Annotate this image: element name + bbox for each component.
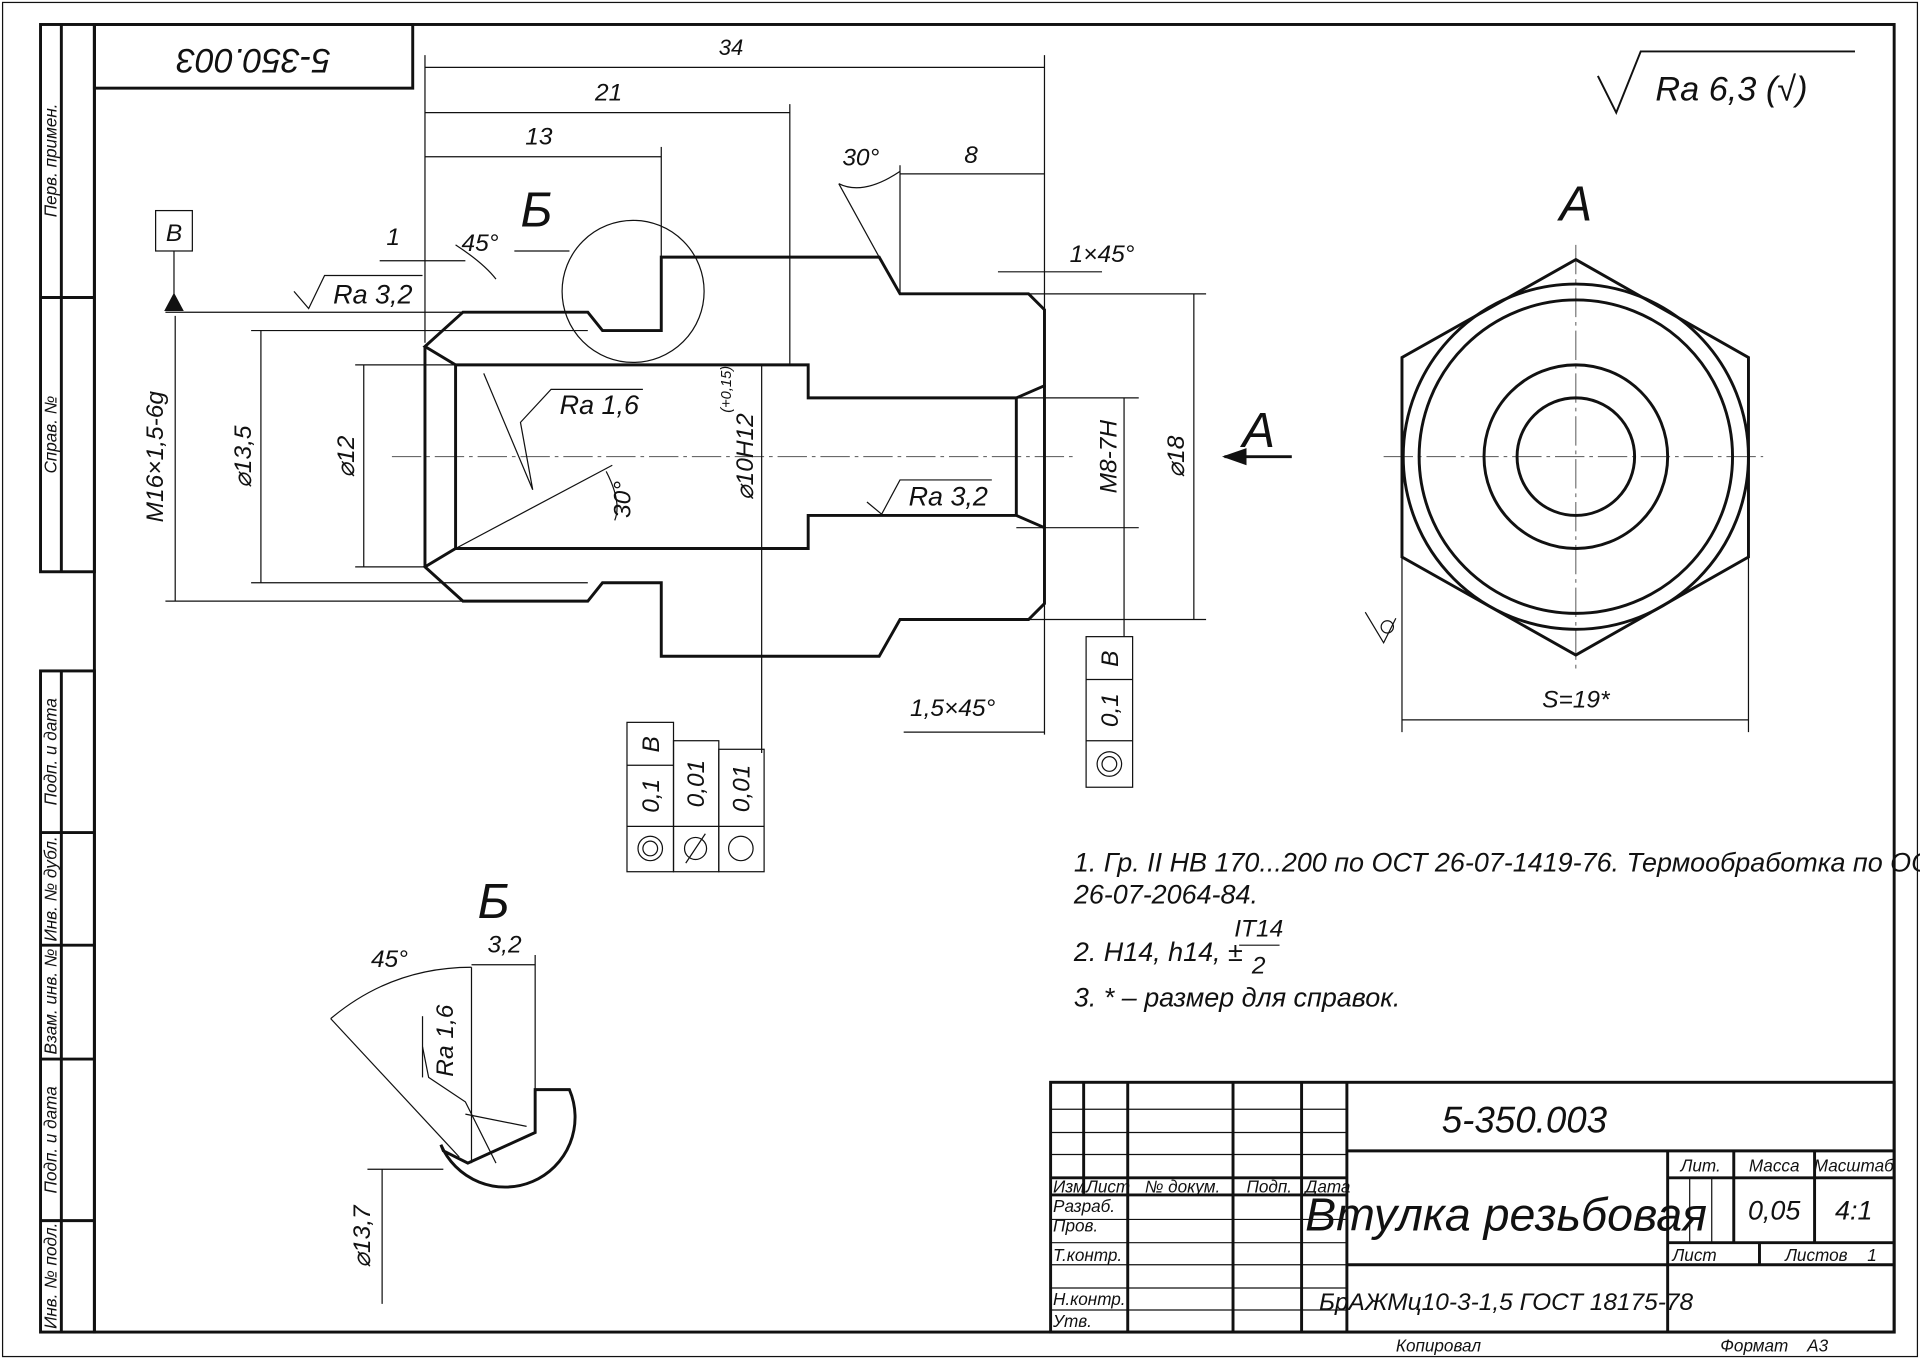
view-a: А S=19* — [1364, 177, 1764, 733]
cylindricity-icon — [683, 836, 708, 861]
drawing-text: Масштаб — [1814, 1156, 1895, 1176]
drawing-text: 0,1 — [1097, 693, 1124, 727]
drawing-text: 21 — [594, 79, 622, 106]
drawing-text: 45° — [371, 946, 408, 973]
drawing-text: Ra 3,2 — [333, 280, 412, 310]
drawing-text: В — [1097, 651, 1124, 667]
stamp-box — [92, 23, 415, 90]
general-roughness: Ra 6,3 (√) — [1596, 50, 1855, 116]
title-block: 5-350.003 Втулка резьбовая БрАЖМц10-3-1,… — [1049, 1080, 1896, 1356]
drawing-text: Подп. — [1246, 1176, 1292, 1196]
section-label-b: Б — [520, 184, 552, 238]
drawing-text: Лист — [1672, 1245, 1717, 1265]
drawing-text: Разраб. — [1053, 1196, 1115, 1216]
drawing-text: А3 — [1806, 1336, 1828, 1356]
drawing-text: Копировал — [1396, 1336, 1482, 1356]
drawing-text: 1. Гр. II НВ 170...200 по ОСТ 26-07-1419… — [1074, 848, 1920, 878]
drawing-text: Лит. — [1680, 1156, 1721, 1176]
strip-label: Инв. № дубл. — [40, 836, 60, 941]
roundness-icon — [727, 835, 754, 862]
drawing-text: Ra 1,6 — [432, 1004, 459, 1076]
strip-label: Подп. и дата — [40, 1086, 60, 1193]
drawing-text: 0,01 — [683, 760, 710, 808]
drawing-text: 1,5×45° — [910, 695, 996, 722]
drawing-text: Ra 1,6 — [560, 390, 639, 420]
drawing-text: Пров. — [1053, 1216, 1098, 1236]
drawing-text: (+0,15) — [719, 366, 735, 413]
drawing-text: ⌀13,5 — [230, 425, 257, 488]
drawing-text: ⌀18 — [1163, 435, 1190, 477]
drawing-text: 8 — [964, 142, 978, 169]
drawing-text: 30° — [842, 144, 879, 171]
dimensions: 34 21 13 8 30° 1×45° 1 45° 1,5×45° Б В R… — [142, 35, 1292, 753]
strip-label: Перв. примен. — [40, 103, 60, 217]
strip-label: Инв. № подл. — [40, 1223, 60, 1329]
technical-notes: 1. Гр. II НВ 170...200 по ОСТ 26-07-1419… — [1073, 848, 1920, 1013]
drawing-text: 2. H14, h14, ± — [1073, 937, 1243, 967]
strip-label: Взам. инв. № — [40, 949, 60, 1055]
drawing-text: M16×1,5-6g — [142, 391, 169, 523]
view-arrow-label: А — [1239, 404, 1275, 458]
drawing-text: Ra 6,3 (√) — [1655, 70, 1807, 108]
concentricity-icon — [637, 835, 664, 862]
drawing-text: Б — [478, 875, 510, 929]
drawing-text: Изм. — [1053, 1176, 1090, 1196]
hexagon-outline — [1400, 257, 1750, 657]
drawing-text: № докум. — [1145, 1176, 1220, 1196]
side-strip: Перв. примен. Справ. № Подп. и дата Инв.… — [39, 23, 96, 1334]
drawing-text: Н.контр. — [1053, 1289, 1126, 1309]
designation: 5-350.003 — [1442, 1100, 1608, 1141]
datum-label: В — [166, 220, 182, 247]
drawing-text: 30° — [610, 481, 637, 518]
drawing-text: 1 — [1867, 1245, 1877, 1265]
drawing-text: ⌀10H12 — [732, 413, 759, 500]
part-name: Втулка резьбовая — [1305, 1188, 1707, 1240]
drawing-text: M8-7H — [1096, 420, 1123, 494]
drawing-text: 3. * – размер для справок. — [1074, 982, 1401, 1012]
drawing-text: Т.контр. — [1053, 1245, 1122, 1265]
strip-label: Подп. и дата — [40, 698, 60, 805]
concentricity-icon — [1096, 751, 1123, 777]
drawing-text: ⌀12 — [333, 435, 360, 477]
drawing-text: IT14 — [1234, 916, 1283, 943]
drawing-text: 0,01 — [728, 765, 755, 813]
drawing-text: 2 — [1251, 952, 1266, 979]
drawing-frame — [92, 23, 1896, 1334]
drawing-text: А — [1556, 177, 1592, 231]
tolerance-frame-right: В 0,1 — [1085, 636, 1134, 788]
stamp-designation: 5-350.003 — [176, 41, 330, 79]
drawing-text: В — [638, 736, 665, 752]
drawing-text: 13 — [525, 123, 553, 150]
drawing-text: Формат — [1720, 1336, 1788, 1356]
drawing-text: 1 — [386, 224, 400, 251]
drawing-text: 0,1 — [638, 779, 665, 813]
drawing-text: Листов — [1784, 1245, 1847, 1265]
drawing-text: Лист — [1085, 1176, 1130, 1196]
drawing-text: Дата — [1303, 1176, 1350, 1196]
drawing-text: 45° — [462, 230, 499, 257]
drawing-text: Ra 3,2 — [909, 482, 988, 512]
drawing-text: 34 — [719, 35, 744, 60]
drawing-text: ⌀13,7 — [349, 1204, 376, 1268]
strip-label: Справ. № — [40, 396, 60, 474]
detail-circle — [561, 219, 705, 364]
tolerance-frames-bottom: В 0,1 0,01 0,01 — [626, 721, 765, 873]
drawing-text: 0,05 — [1748, 1195, 1801, 1225]
drawing-text: 26-07-2064-84. — [1073, 880, 1258, 910]
drawing-text: Утв. — [1052, 1311, 1092, 1331]
section-b-detail: Б 3,2 45° Ra 1,6 ⌀13,7 — [330, 875, 577, 1304]
drawing-text: Масса — [1749, 1156, 1800, 1176]
material: БрАЖМц10-3-1,5 ГОСТ 18175-78 — [1319, 1289, 1694, 1316]
drawing-text: 1×45° — [1070, 241, 1135, 268]
drawing-text: 3,2 — [488, 932, 522, 959]
drawing-text: S=19* — [1542, 687, 1611, 714]
drawing-text: 4:1 — [1835, 1195, 1872, 1225]
